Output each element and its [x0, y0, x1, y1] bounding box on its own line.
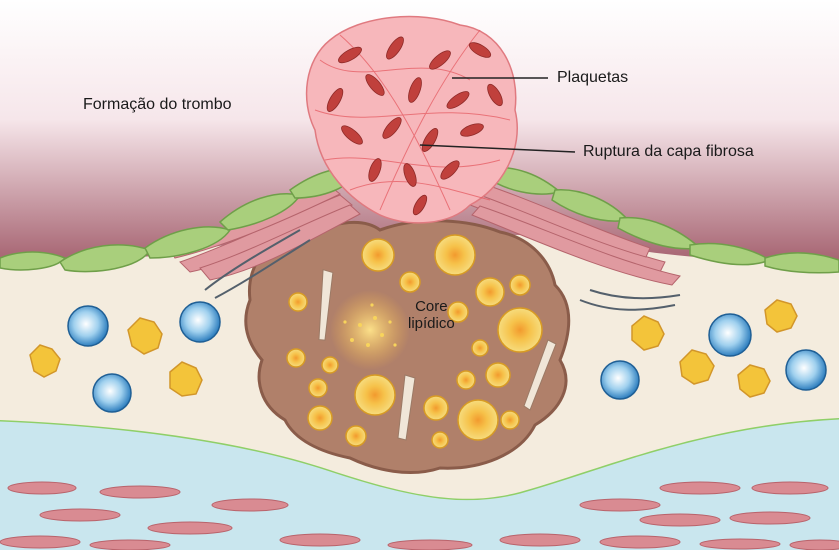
label-fibrous-cap-rupture: Ruptura da capa fibrosa — [583, 143, 754, 161]
label-lipid-core: Core lipídico — [408, 298, 455, 333]
label-thrombus-formation: Formação do trombo — [83, 96, 232, 114]
label-lipid-core-line2: lipídico — [408, 315, 455, 332]
label-lipid-core-line1: Core — [408, 298, 455, 315]
label-platelets: Plaquetas — [557, 69, 628, 87]
